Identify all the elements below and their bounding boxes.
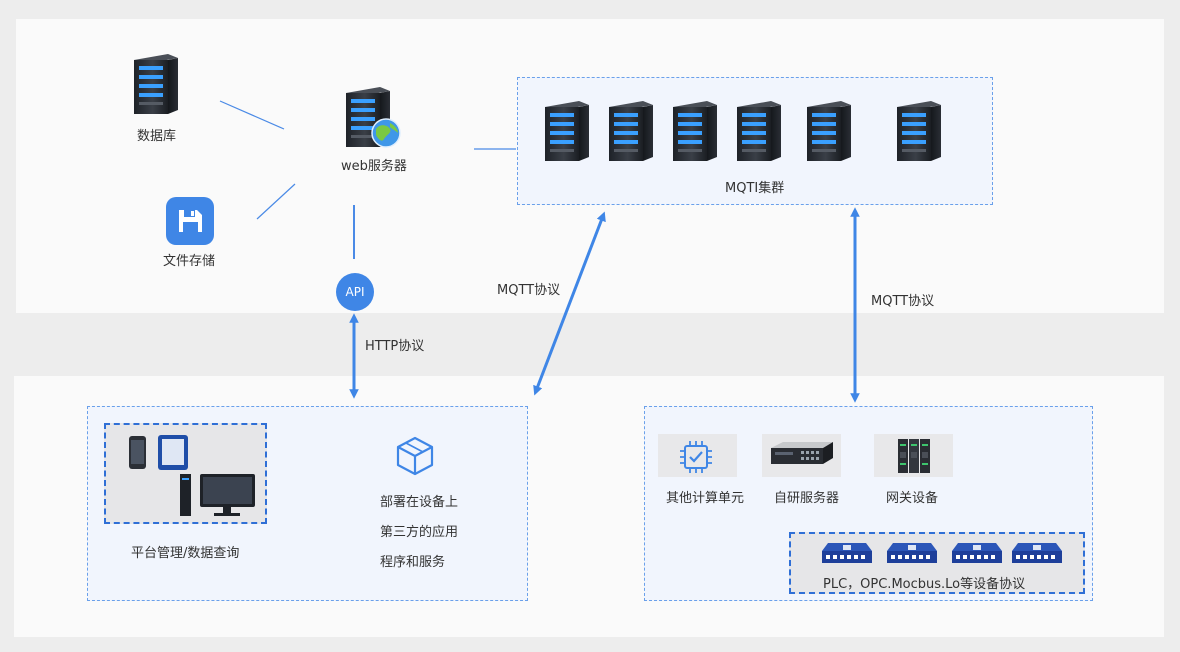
database-server-icon (134, 54, 178, 114)
mqtt-left-label: MQTT协议 (497, 283, 561, 298)
desktop-icon (180, 474, 255, 516)
cluster-server-icon (897, 101, 941, 161)
platform-label: 平台管理/数据查询 (131, 546, 240, 561)
mqtt-cluster-label: MQTI集群 (725, 181, 785, 196)
mqtt-left-arrow (533, 211, 606, 396)
plc-box (789, 532, 1085, 594)
devices-icon (129, 435, 255, 516)
database-label: 数据库 (137, 129, 177, 144)
plc-device-icon (887, 543, 937, 563)
api-node[interactable]: API (336, 273, 374, 311)
own-server-label: 自研服务器 (774, 491, 840, 506)
web-server-label: web服务器 (341, 159, 407, 174)
gateway-label: 网关设备 (886, 491, 939, 506)
web-server-icon (346, 87, 401, 148)
cluster-server-icon (673, 101, 717, 161)
deploy-line-1: 部署在设备上 (380, 495, 459, 510)
plc-device-icon (822, 543, 872, 563)
other-compute-label: 其他计算单元 (666, 491, 745, 506)
globe-icon (371, 118, 401, 148)
file-storage-icon (166, 197, 214, 245)
mqtt-right-label: MQTT协议 (871, 294, 935, 309)
cluster-server-icon (545, 101, 589, 161)
cube-icon (396, 436, 434, 476)
gateway-icon (898, 439, 930, 473)
rack-server-icon (771, 442, 833, 464)
cluster-server-icon (737, 101, 781, 161)
storage-to-web-line (256, 183, 296, 220)
deploy-line-2: 第三方的应用 (380, 525, 459, 540)
chip-icon (680, 441, 712, 473)
http-protocol-label: HTTP协议 (365, 339, 425, 354)
file-storage-label: 文件存储 (163, 254, 216, 269)
tablet-icon (158, 435, 188, 470)
plc-device-icon (952, 543, 1002, 563)
cluster-server-icon (609, 101, 653, 161)
cluster-server-icon (807, 101, 851, 161)
phone-icon (129, 436, 146, 469)
db-to-web-line (219, 100, 285, 130)
deploy-line-3: 程序和服务 (380, 555, 446, 570)
plc-device-icon (1012, 543, 1062, 563)
plc-protocols-label: PLC，OPC.Mocbus.Lo等设备协议 (823, 577, 1026, 592)
